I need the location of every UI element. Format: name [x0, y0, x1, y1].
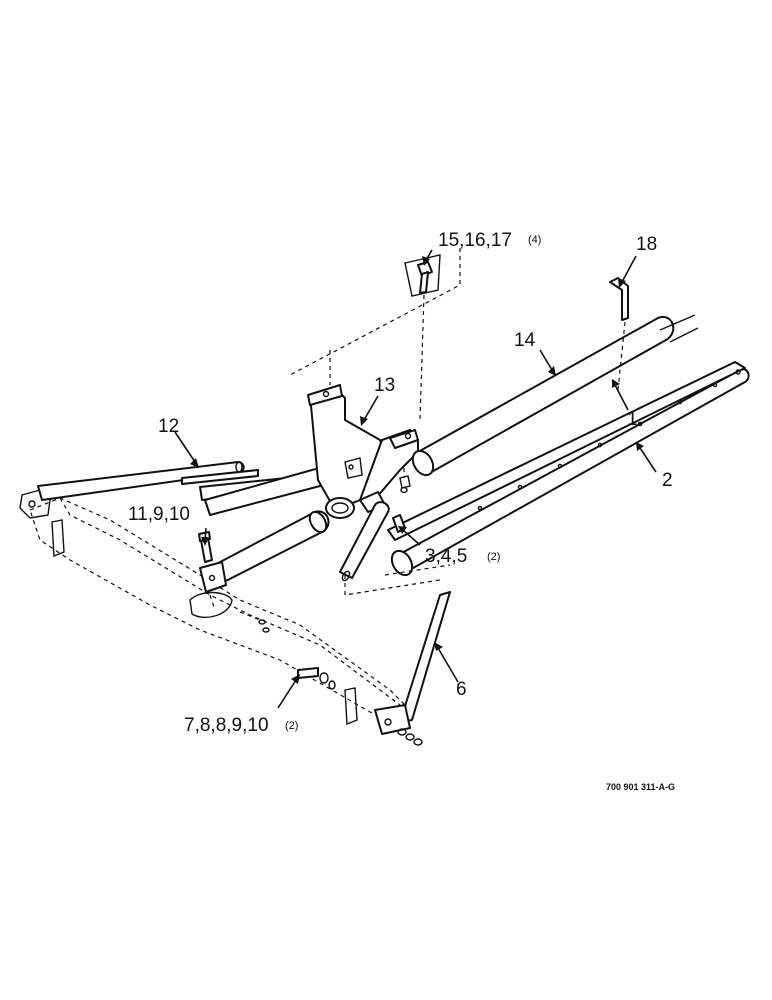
callout-3-qty: (2): [487, 551, 500, 563]
callout-11-9-10: 11,9,10: [128, 504, 190, 525]
callout-15-qty: (4): [528, 234, 541, 246]
part-13-mount-bracket: [307, 384, 419, 519]
callout-1: 1: [627, 409, 638, 430]
callout-18: 18: [636, 234, 657, 255]
callout-15-16-17: 15,16,17: [438, 230, 512, 251]
phantom-lines: [209, 564, 451, 611]
hardware-nuts: [239, 611, 270, 633]
callout-7-8-8-9-10: 7,8,8,9,10: [184, 715, 269, 736]
callout-2: 2: [662, 470, 673, 491]
callout-12: 12: [158, 416, 179, 437]
callout-6: 6: [456, 679, 467, 700]
bolt-set-7: [297, 667, 336, 690]
lower-long-roller: [387, 361, 750, 577]
callout-13: 13: [374, 375, 395, 396]
part-14-roller: [411, 314, 699, 477]
callout-3-4-5: 3,4,5: [425, 546, 467, 567]
short-rod: [339, 501, 390, 582]
callout-7-qty: (2): [285, 720, 298, 732]
main-frame-beam: [19, 489, 411, 726]
bolt-15: [289, 248, 461, 421]
lower-roller: [199, 510, 330, 593]
callout-14: 14: [514, 330, 536, 351]
part-18-pin: [609, 277, 629, 391]
drawing-number: 700 901 311-A-G: [606, 782, 675, 792]
callout-leaders: [174, 249, 657, 709]
part-6-link-arm: [374, 591, 451, 746]
